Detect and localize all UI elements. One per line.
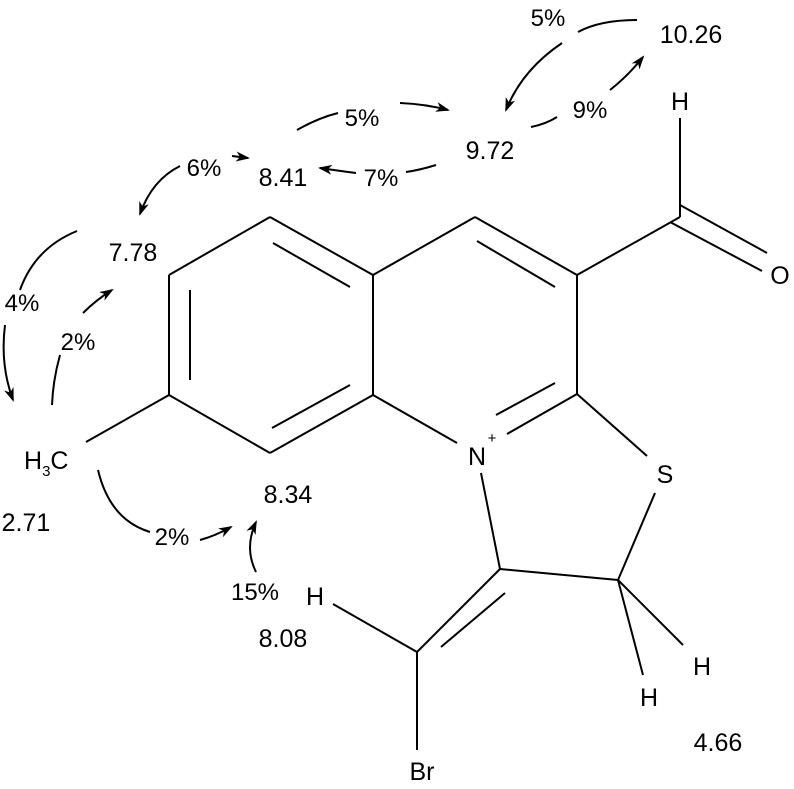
methyl-c: C bbox=[50, 447, 68, 475]
bond-inner bbox=[272, 242, 351, 288]
noe-arrow-h5-to-h6-head-right bbox=[231, 151, 250, 162]
bond bbox=[506, 393, 578, 435]
methyl-subscript: 3 bbox=[42, 463, 50, 480]
shift-h4: 9.72 bbox=[466, 137, 515, 165]
bond bbox=[679, 204, 768, 254]
atom-oxygen: O bbox=[770, 262, 789, 290]
noe-h5-to-h6: 6% bbox=[187, 155, 222, 182]
bond bbox=[617, 492, 656, 581]
bond bbox=[372, 394, 458, 444]
noe-arrow-h4-to-aldehyde-head bbox=[609, 55, 645, 91]
bond bbox=[85, 394, 170, 443]
noe-vinyl-to-h8: 15% bbox=[231, 579, 279, 606]
bond bbox=[576, 393, 648, 457]
noe-methyl-to-h6: 2% bbox=[61, 329, 96, 356]
bond-inner bbox=[476, 240, 556, 288]
bond bbox=[499, 568, 619, 581]
shift-h8: 8.34 bbox=[264, 481, 313, 509]
bond bbox=[617, 579, 644, 676]
shift-h5: 8.41 bbox=[259, 164, 308, 192]
noe-arrow-methyl-to-h8-head bbox=[199, 526, 233, 541]
shift-vinyl: 8.08 bbox=[259, 625, 308, 653]
charge-plus: + bbox=[488, 430, 497, 447]
noe-aldehyde-to-h4: 5% bbox=[531, 5, 566, 32]
noe-arrow-h4-to-aldehyde bbox=[530, 116, 558, 128]
atom-aldehyde-h: H bbox=[671, 88, 689, 116]
bond-inner bbox=[271, 384, 351, 429]
noe-arrow-methyl-to-h6 bbox=[51, 354, 61, 406]
methyl-h: H bbox=[24, 447, 42, 475]
bond bbox=[372, 216, 476, 276]
noe-arrow-aldehyde-to-h4-head bbox=[505, 42, 563, 112]
atom-ch2-h2: H bbox=[640, 684, 658, 712]
noe-h5-to-h4: 5% bbox=[345, 105, 380, 132]
noe-methyl-to-h8: 2% bbox=[155, 524, 190, 551]
noe-arrow-methyl-to-h6-head bbox=[82, 288, 114, 314]
bond-inner bbox=[495, 382, 556, 416]
bond bbox=[332, 603, 418, 653]
noe-arrow-h4-to-h5 bbox=[405, 164, 437, 173]
noe-arrow-h6-to-methyl-head bbox=[2, 324, 14, 402]
atom-vinyl-h: H bbox=[306, 583, 324, 611]
bond bbox=[416, 568, 501, 653]
atom-ch2-h1: H bbox=[693, 653, 711, 681]
noe-arrow-h6-to-methyl bbox=[19, 230, 78, 291]
bond bbox=[669, 221, 763, 272]
shift-ch2: 4.66 bbox=[694, 729, 743, 757]
shift-h6: 7.78 bbox=[109, 239, 158, 267]
atom-methyl: H3C bbox=[24, 447, 68, 480]
shift-methyl: 2.71 bbox=[2, 509, 51, 537]
noe-h4-to-aldehyde: 9% bbox=[573, 97, 608, 124]
noe-h4-to-h5: 7% bbox=[364, 165, 399, 192]
shift-aldehyde: 10.26 bbox=[660, 21, 723, 49]
noe-h6-to-methyl: 4% bbox=[5, 290, 40, 317]
bond bbox=[480, 472, 501, 570]
atom-labels: H O H3C N + S H Br H H bbox=[24, 88, 790, 786]
noe-arrow-aldehyde-to-h4 bbox=[577, 19, 638, 33]
atom-nitrogen: N bbox=[468, 443, 486, 471]
bond bbox=[269, 394, 374, 454]
atom-bromine: Br bbox=[410, 758, 435, 786]
bond bbox=[474, 216, 578, 276]
noe-percentages: 5% 9% 5% 7% 6% 4% 2% 2% 15% bbox=[5, 5, 608, 606]
bonds bbox=[85, 118, 768, 750]
noe-arrow-vinyl-to-h8-head bbox=[246, 520, 257, 573]
noe-arrow-h5-to-h4-head bbox=[399, 102, 450, 112]
bond bbox=[617, 579, 684, 646]
bond bbox=[269, 216, 374, 276]
bond bbox=[168, 216, 271, 276]
chemical-shifts: 10.26 9.72 8.41 7.78 2.71 8.34 8.08 4.66 bbox=[2, 21, 743, 757]
noe-arrow-h5-to-h4 bbox=[296, 112, 339, 131]
bond-inner bbox=[440, 592, 506, 648]
bond bbox=[576, 216, 681, 276]
atom-sulfur: S bbox=[657, 461, 674, 489]
noe-arrows bbox=[2, 19, 645, 573]
noe-arrow-h5-to-h6-head bbox=[139, 165, 181, 216]
bond bbox=[168, 394, 271, 454]
noe-arrow-methyl-to-h8 bbox=[97, 469, 151, 533]
noe-arrow-h4-to-h5-head bbox=[318, 164, 357, 175]
